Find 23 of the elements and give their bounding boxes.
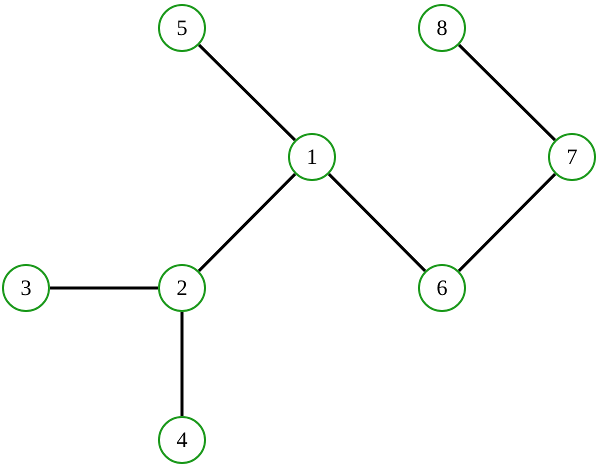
graph-node-circle — [158, 4, 206, 52]
node-label: 3 — [20, 277, 32, 299]
connector-line — [328, 172, 426, 272]
connector-line — [50, 286, 158, 290]
graph-node-circle — [418, 264, 466, 312]
node-label: 5 — [176, 17, 188, 39]
node-label: 1 — [306, 146, 318, 168]
connector-line — [198, 44, 296, 142]
connector-line — [458, 44, 556, 142]
node-label: 7 — [566, 146, 578, 168]
connector-line — [458, 172, 556, 272]
graph-node-circle — [2, 264, 50, 312]
connector-line — [180, 312, 184, 416]
graph-node-circle — [158, 416, 206, 464]
graph-node-circle — [158, 264, 206, 312]
node-label: 8 — [436, 17, 448, 39]
graph-node-circle — [548, 133, 596, 181]
graph-node-circle — [288, 133, 336, 181]
connector-line — [198, 172, 296, 272]
node-label: 2 — [176, 277, 188, 299]
graph-node-circle — [418, 4, 466, 52]
node-label: 6 — [436, 277, 448, 299]
node-label: 4 — [176, 429, 188, 451]
